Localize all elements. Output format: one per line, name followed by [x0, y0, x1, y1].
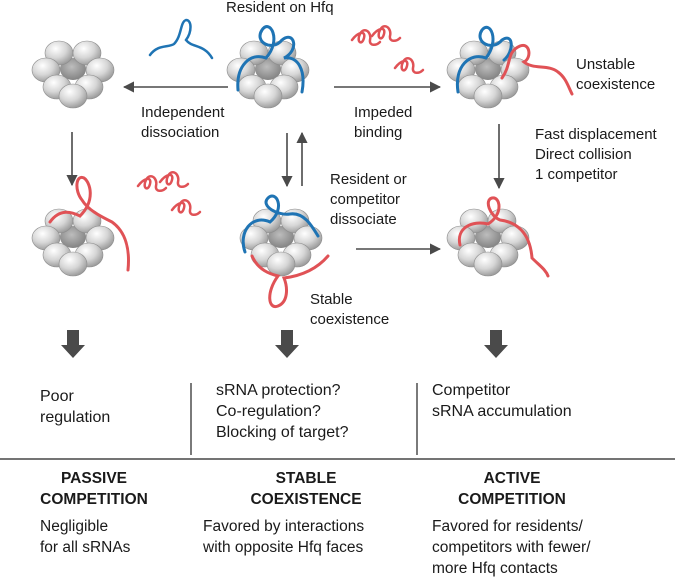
result-stable: sRNA protection? Co-regulation? Blocking… — [216, 382, 349, 441]
hfq-ring-stable — [239, 208, 323, 277]
resident-srna — [236, 25, 305, 94]
competitor-srna-cluster-left — [136, 170, 202, 217]
displaced-competitor-srna — [457, 196, 550, 278]
free-resident-srna — [148, 18, 214, 60]
category-active-description: Favored for residents/ competitors with … — [432, 518, 591, 577]
unstable-competitor-srna — [500, 43, 574, 96]
category-passive-title: PASSIVE COMPETITION — [40, 470, 148, 508]
category-stable-title: STABLE COEXISTENCE — [250, 470, 362, 508]
unstable-resident-srna — [455, 26, 513, 94]
competitor-srna-cluster-top — [350, 24, 425, 75]
thick-arrow-middle — [275, 330, 299, 358]
stable-competitor-srna — [250, 254, 330, 308]
hfq-ring-competitor — [31, 208, 115, 277]
category-passive-description: Negligible for all sRNAs — [40, 518, 131, 556]
thick-arrow-left — [61, 330, 85, 358]
label-unstable-coexistence: Unstable coexistence — [576, 56, 656, 93]
label-fast-displacement: Fast displacement Direct collision 1 com… — [535, 126, 657, 183]
label-impeded-binding: Impeded binding — [354, 104, 413, 141]
result-passive: Poor regulation — [40, 388, 111, 426]
stable-resident-srna — [241, 194, 320, 254]
label-stable-coexistence: Stable coexistence — [310, 291, 390, 328]
category-active-title: ACTIVE COMPETITION — [458, 470, 566, 508]
category-stable-description: Favored by interactions with opposite Hf… — [203, 518, 365, 556]
label-independent-dissociation: Independent dissociation — [141, 104, 225, 141]
result-active: Competitor sRNA accumulation — [432, 382, 572, 420]
hfq-ring-free — [31, 40, 115, 109]
top-title: Resident on Hfq — [226, 0, 334, 16]
label-resident-or-competitor: Resident or competitor dissociate — [330, 171, 407, 228]
thick-arrow-right — [484, 330, 508, 358]
